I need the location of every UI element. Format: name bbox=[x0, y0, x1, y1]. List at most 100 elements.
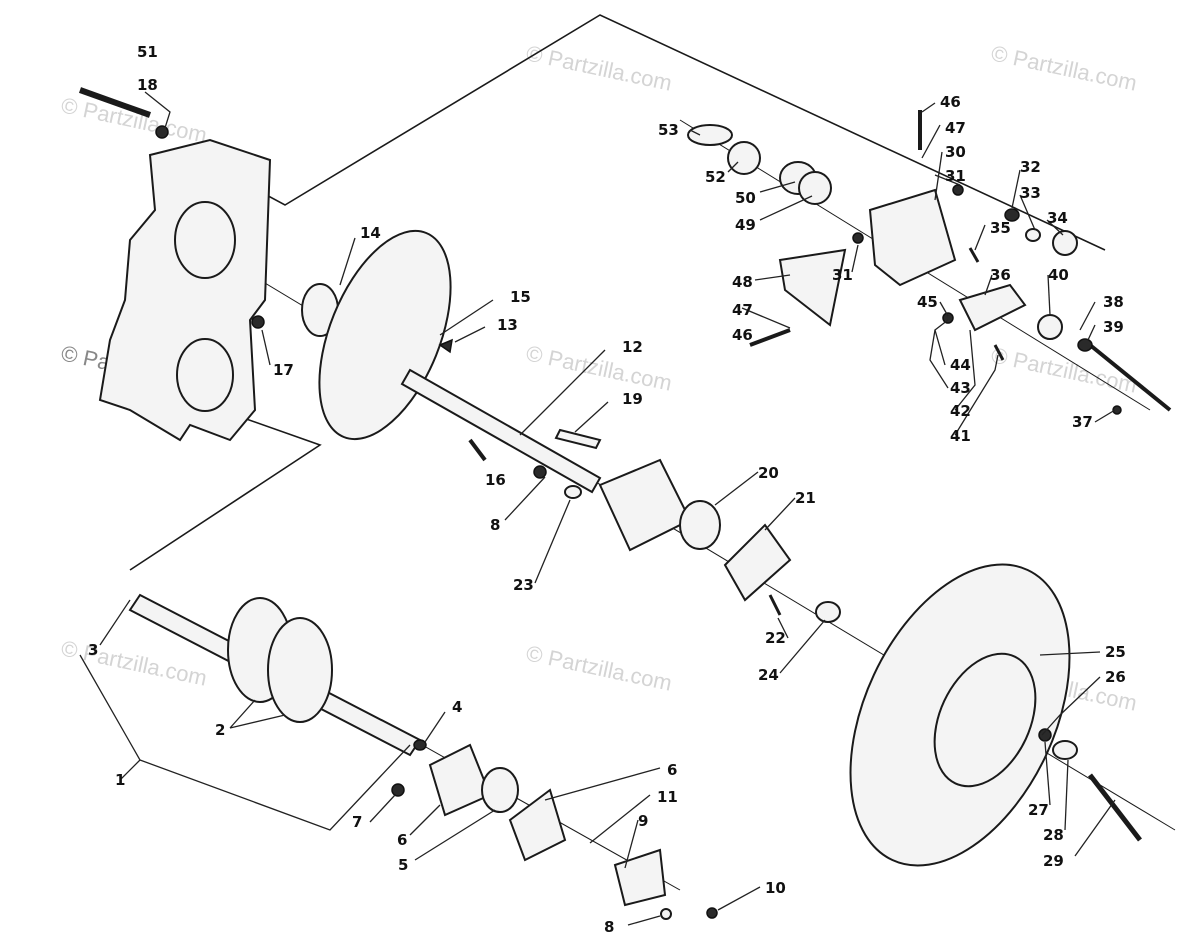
leader-41 bbox=[954, 354, 999, 436]
flange-6a-shape bbox=[428, 743, 492, 817]
washer-28-shape bbox=[1052, 740, 1078, 760]
callout-26: 26 bbox=[1105, 668, 1126, 686]
callout-18: 18 bbox=[137, 76, 158, 94]
callout-3: 3 bbox=[88, 641, 98, 659]
washer-18-shape bbox=[155, 125, 169, 139]
seal-49-shape bbox=[798, 171, 832, 205]
callout-34: 34 bbox=[1047, 209, 1068, 227]
callout-46-lower: 46 bbox=[732, 326, 753, 344]
leader-17 bbox=[261, 329, 271, 366]
housing-30-shape bbox=[868, 188, 957, 287]
callout-47-lower: 47 bbox=[732, 301, 753, 319]
leader-49 bbox=[759, 195, 813, 221]
callout-25: 25 bbox=[1105, 643, 1126, 661]
ring-53-shape bbox=[687, 124, 733, 146]
callout-33: 33 bbox=[1020, 184, 1041, 202]
leader-2 bbox=[229, 699, 286, 729]
callout-4: 4 bbox=[452, 698, 462, 716]
shaft-12-shape bbox=[400, 368, 602, 494]
callout-30: 30 bbox=[945, 143, 966, 161]
bolt-51-shape bbox=[78, 87, 152, 118]
leader-22 bbox=[777, 617, 789, 639]
callout-38: 38 bbox=[1103, 293, 1124, 311]
callout-36: 36 bbox=[990, 266, 1011, 284]
sprocket-2b-shape bbox=[267, 617, 333, 723]
leader-29 bbox=[1074, 799, 1116, 857]
leader-25 bbox=[1039, 651, 1101, 656]
roller-40-shape bbox=[1037, 314, 1063, 340]
plate-9-shape bbox=[613, 848, 667, 907]
bolt-46b-shape bbox=[749, 328, 791, 347]
leader-23 bbox=[534, 499, 571, 584]
leader-35 bbox=[974, 224, 986, 251]
callout-9: 9 bbox=[638, 812, 648, 830]
leader-48 bbox=[754, 274, 791, 281]
callout-10: 10 bbox=[765, 879, 786, 897]
callout-13: 13 bbox=[497, 316, 518, 334]
chaincase-housing bbox=[98, 138, 272, 442]
callout-47-upper: 47 bbox=[945, 119, 966, 137]
cap-52-shape bbox=[727, 141, 761, 175]
watermark-7: © Partzilla.com bbox=[59, 635, 209, 690]
leader-45 bbox=[939, 301, 949, 317]
leader-42 bbox=[954, 329, 976, 411]
callout-46-upper: 46 bbox=[940, 93, 961, 111]
leader-10 bbox=[717, 886, 761, 911]
callout-39: 39 bbox=[1103, 318, 1124, 336]
leader-15 bbox=[439, 299, 494, 336]
callout-31-lower: 31 bbox=[832, 266, 853, 284]
leader-18 bbox=[144, 91, 171, 129]
callout-28: 28 bbox=[1043, 826, 1064, 844]
leader-5 bbox=[414, 809, 496, 861]
callout-8-lower: 8 bbox=[604, 918, 614, 936]
bolt-16-shape bbox=[468, 438, 487, 462]
secondary-clutch bbox=[849, 563, 1142, 867]
leader-33 bbox=[1019, 194, 1036, 231]
bolt-38-shape bbox=[1088, 343, 1172, 412]
leader-36 bbox=[984, 274, 993, 296]
bolt-22-shape bbox=[768, 594, 782, 616]
part-44-shape bbox=[942, 312, 954, 324]
callout-15: 15 bbox=[510, 288, 531, 306]
leader-52 bbox=[727, 161, 739, 173]
callout-22: 22 bbox=[765, 629, 786, 647]
callout-43: 43 bbox=[950, 379, 971, 397]
callout-48: 48 bbox=[732, 273, 753, 291]
housing-bore-upper bbox=[174, 201, 236, 279]
lower-bearing-group bbox=[391, 743, 718, 920]
callout-49: 49 bbox=[735, 216, 756, 234]
callout-40: 40 bbox=[1048, 266, 1069, 284]
watermark-5: © Partzilla.com bbox=[524, 340, 674, 395]
leader-27 bbox=[1044, 741, 1051, 806]
callout-14: 14 bbox=[360, 224, 381, 242]
leader-40 bbox=[1047, 274, 1051, 316]
watermark-3: © Partzilla.com bbox=[989, 40, 1139, 95]
washer-33-shape bbox=[1025, 228, 1041, 242]
callout-32: 32 bbox=[1020, 158, 1041, 176]
callout-50: 50 bbox=[735, 189, 756, 207]
callout-37: 37 bbox=[1072, 413, 1093, 431]
leader-47a bbox=[741, 307, 791, 329]
nut-37-shape bbox=[1112, 405, 1122, 415]
watermark-1: © Partzilla.com bbox=[59, 92, 209, 147]
leader-6b bbox=[544, 767, 661, 801]
bolt-7-shape bbox=[391, 783, 405, 797]
washer-24-shape bbox=[815, 601, 841, 623]
callout-42: 42 bbox=[950, 402, 971, 420]
nut-17-shape bbox=[251, 315, 265, 329]
leader-38 bbox=[1079, 301, 1096, 331]
part-31b-shape bbox=[852, 232, 864, 244]
callout-5: 5 bbox=[398, 856, 408, 874]
callout-19: 19 bbox=[622, 390, 643, 408]
leader-8a bbox=[504, 476, 546, 521]
spring-32-shape bbox=[1004, 208, 1020, 222]
flange-21-shape bbox=[723, 523, 792, 602]
watermark-2: © Partzilla.com bbox=[524, 40, 674, 95]
callout-6-left: 6 bbox=[397, 831, 407, 849]
leader-8b bbox=[627, 915, 661, 926]
housing-bore-lower bbox=[176, 338, 234, 412]
leader-32 bbox=[1011, 169, 1021, 209]
callout-51: 51 bbox=[137, 43, 158, 61]
part-31a-shape bbox=[952, 184, 964, 196]
nut-8-shape bbox=[533, 465, 547, 479]
